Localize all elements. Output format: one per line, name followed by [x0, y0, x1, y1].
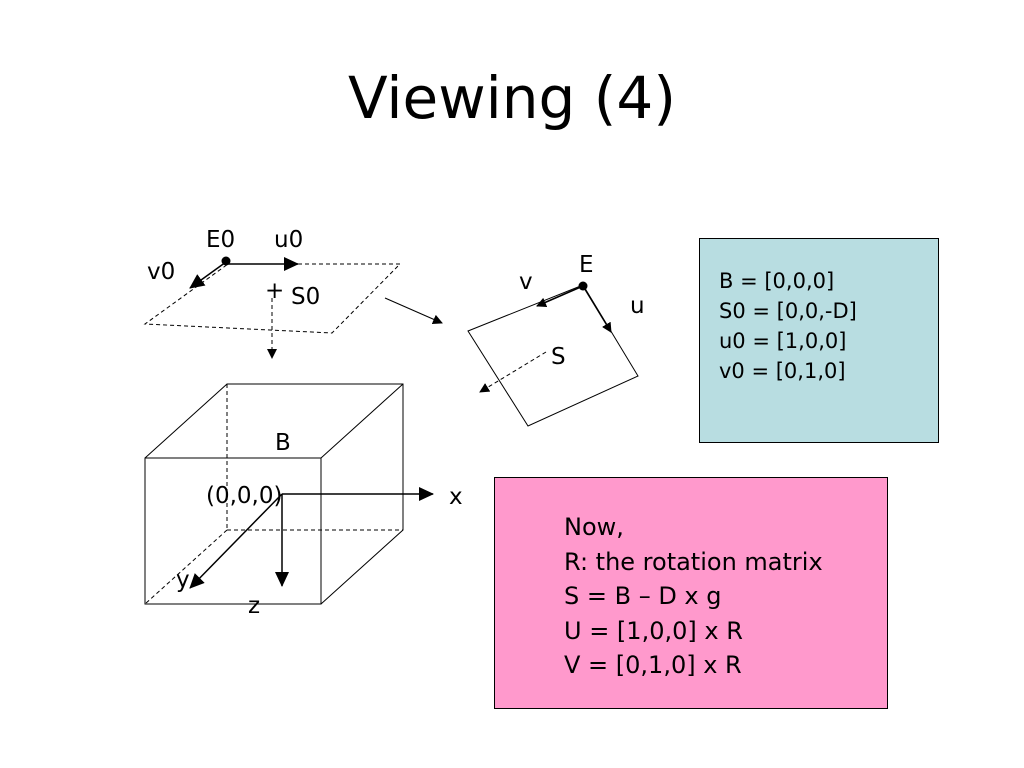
- label-b: B: [275, 430, 291, 456]
- label-s: S: [551, 344, 566, 370]
- box-line: u0 = [1,0,0]: [719, 329, 847, 353]
- y-axis-arrow: [189, 493, 283, 589]
- label-y: y: [176, 567, 190, 593]
- label-u: u: [630, 293, 645, 319]
- cube: [144, 383, 404, 605]
- label-u0: u0: [274, 227, 303, 253]
- initial-view-plane: [143, 263, 402, 334]
- eye-point-e: [578, 281, 588, 291]
- box-line: S = B – D x g: [564, 582, 722, 610]
- label-origin: (0,0,0): [206, 483, 282, 509]
- label-v0: v0: [147, 259, 175, 285]
- box-line: S0 = [0,0,-D]: [719, 299, 857, 323]
- s-direction-arrow: [479, 351, 547, 393]
- label-v: v: [519, 269, 533, 295]
- box-line: V = [0,1,0] x R: [564, 651, 742, 679]
- label-e0: E0: [206, 227, 235, 253]
- initial-values-box: B = [0,0,0] S0 = [0,0,-D] u0 = [1,0,0] v…: [699, 238, 939, 443]
- label-s0: S0: [291, 284, 320, 310]
- box-line: U = [1,0,0] x R: [564, 616, 743, 645]
- box-line: B = [0,0,0]: [719, 269, 835, 293]
- box-line: R: the rotation matrix: [564, 547, 823, 576]
- box-line: Now,: [564, 513, 624, 541]
- label-z: z: [248, 593, 260, 619]
- v-arrow: [536, 285, 584, 307]
- box-line: v0 = [0,1,0]: [719, 359, 846, 383]
- transform-arrow: [384, 297, 443, 324]
- v0-arrow: [189, 261, 227, 289]
- u-arrow: [582, 285, 612, 333]
- label-s0-mark: +: [265, 278, 284, 304]
- label-x: x: [449, 484, 463, 510]
- slide-title: Viewing (4): [348, 64, 676, 132]
- eye-point-e0: [221, 256, 231, 266]
- equations-box: Now, R: the rotation matrix S = B – D x …: [494, 477, 888, 709]
- label-e: E: [579, 252, 594, 278]
